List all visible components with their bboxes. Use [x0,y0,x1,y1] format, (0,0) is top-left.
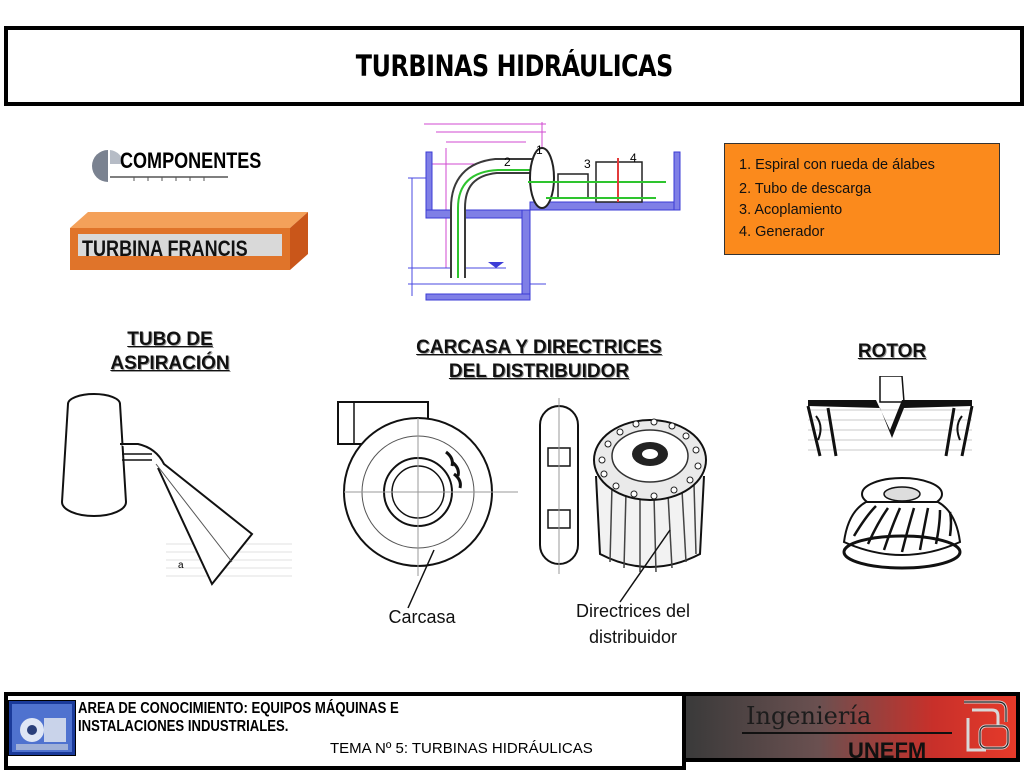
legend-item: 2. Tubo de descarga [739,181,872,197]
spiral-casing-drawing [337,401,518,576]
legend-item: 1. Espiral con rueda de álabes [739,157,935,173]
francis-box-shape [70,212,308,270]
caption-pointer-lines [407,529,671,609]
legend-item: 4. Generador [739,224,825,240]
francis-label: TURBINA FRANCIS [82,236,248,261]
ingenieria-logo-text: Ingeniería [746,702,872,730]
rotor-heading: ROTOR [857,341,927,362]
componentes-bullet-icon [92,150,228,182]
footer-brand-panel [682,692,1020,762]
footer-area-text: AREA DE CONOCIMIENTO: EQUIPOS MÁQUINAS E… [78,700,399,735]
francis-plant-schematic: 1 2 3 4 [408,122,681,301]
diagram-number-4: 4 [630,151,637,165]
carcasa-caption: Carcasa [388,607,456,627]
legend-item: 3. Acoplamiento [739,202,843,218]
rotor-runner-drawing [842,477,962,570]
diagram-number-3: 3 [584,157,591,171]
page-title: TURBINAS HIDRÁULICAS [355,49,673,83]
tubo-marker: a [178,560,184,571]
draft-tube-drawing: a [60,393,292,586]
diagram-number-1: 1 [536,143,543,157]
casing-section-drawing [539,398,579,574]
components-legend: 1. Espiral con rueda de álabes 2. Tubo d… [724,143,1000,255]
title-banner: TURBINAS HIDRÁULICAS [4,26,1024,106]
unefm-logo-text: UNEFM [848,738,927,763]
diagram-number-2: 2 [504,155,511,169]
footer-underline [742,732,952,734]
distributor-drawing [593,418,707,573]
rotor-section-drawing [806,376,974,457]
footer-turbine-photo [8,700,76,756]
footer-tema-text: TEMA Nº 5: TURBINAS HIDRÁULICAS [330,740,593,757]
componentes-label: COMPONENTES [120,148,262,173]
unefm-emblem-icon [964,700,1010,752]
